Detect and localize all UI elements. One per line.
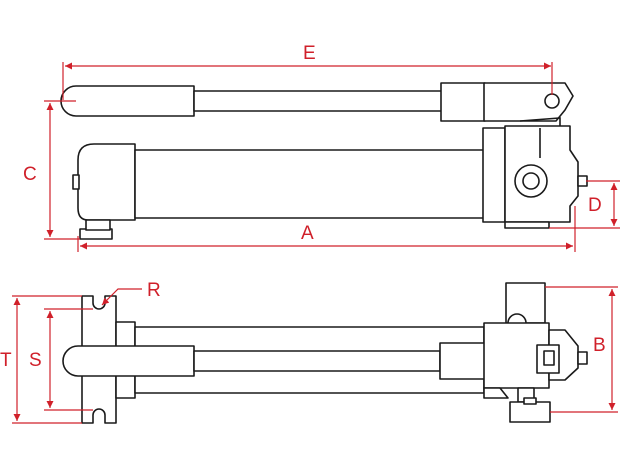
end-foot-block [85,219,111,231]
top-handle-bar [193,350,441,372]
pump-block [482,127,506,223]
end-cap [77,143,136,221]
top-base-link [483,387,509,399]
dim-r-leader [101,288,142,306]
top-handle-head [439,342,486,380]
dimensions: E C D A R T S B [0,43,620,424]
outlet-port [577,175,588,187]
side-view [60,82,588,240]
release-valve-center [522,172,540,190]
dim-s-label: S [29,350,42,371]
handle-head [440,82,486,122]
top-release-knob [509,401,551,423]
reservoir-tube [134,149,486,219]
handle-bar [193,90,443,112]
top-pump-body [483,322,550,389]
dim-e-label: E [303,43,316,64]
pivot-pin [544,93,560,109]
dim-t-label: T [0,350,12,371]
top-view [62,282,588,424]
cap-screw [72,174,80,190]
base-plate [504,221,550,229]
top-release-knob-cap [523,397,537,405]
handle-linkage [483,82,574,122]
dim-b-label: B [593,335,606,356]
dim-a-label: A [301,223,314,244]
handle-grip [60,85,195,117]
dim-r-label: R [147,280,161,301]
top-handle-grip [62,345,195,377]
dim-d-label: D [588,195,602,216]
top-outlet-port [577,351,588,365]
dim-c-label: C [23,164,37,185]
top-valve-inner [543,350,555,366]
